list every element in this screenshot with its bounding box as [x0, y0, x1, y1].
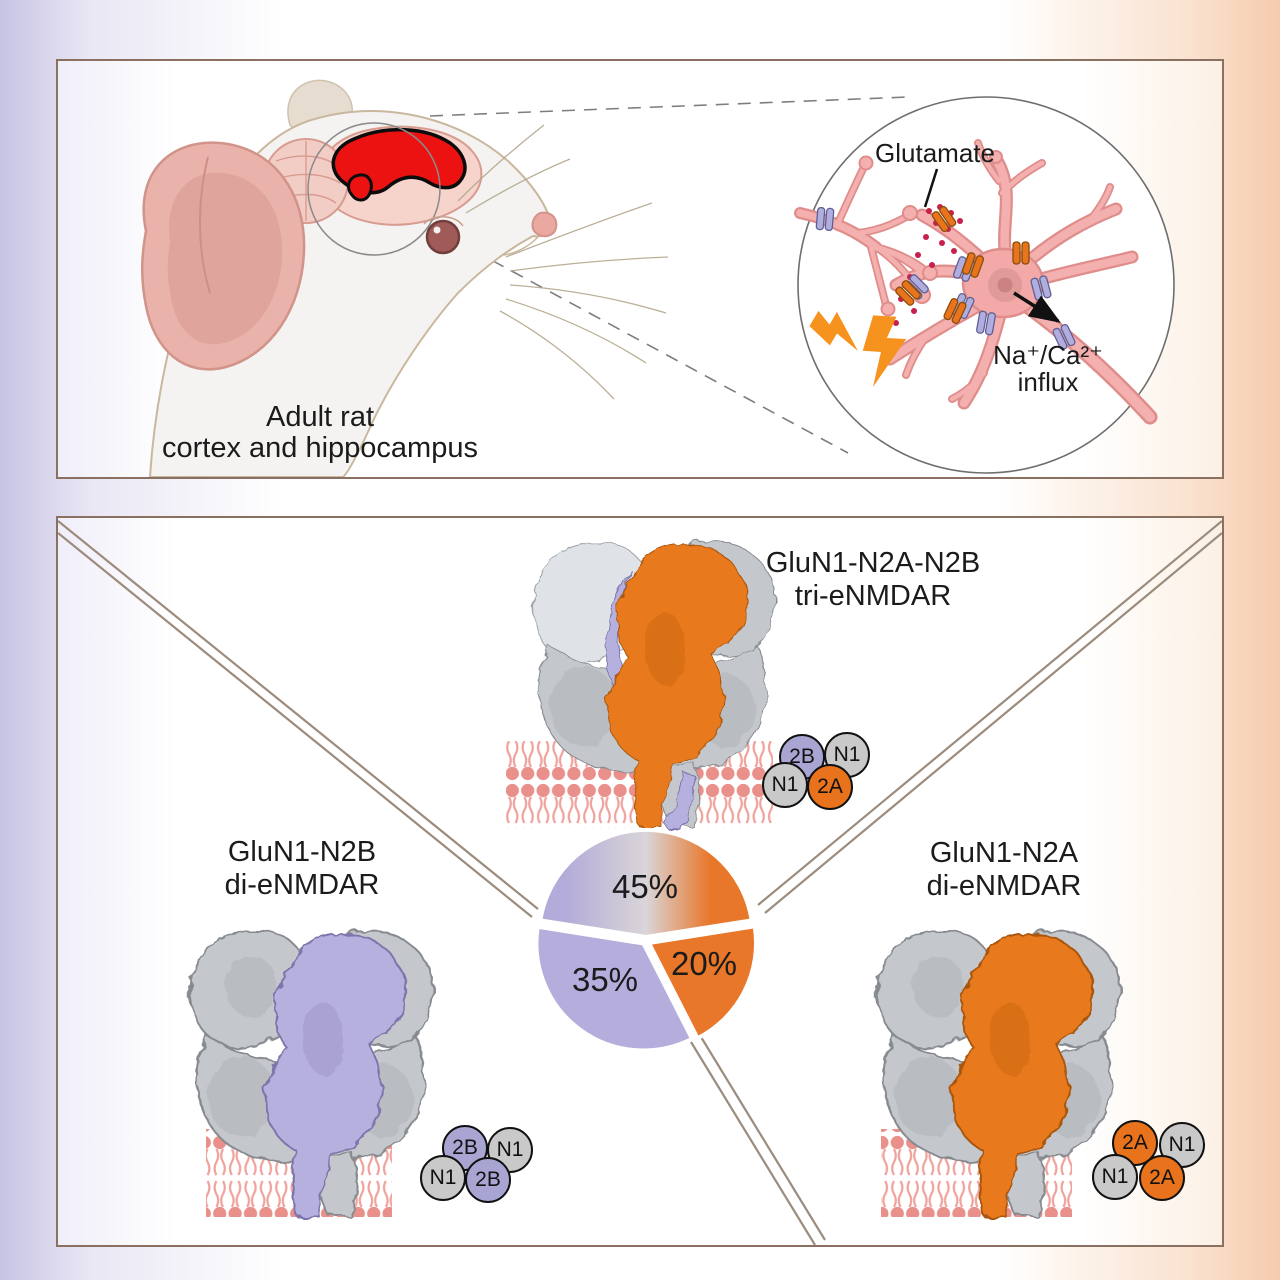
bottom-panel-illustration	[58, 520, 1222, 1245]
badge-left-n1-bottom: N1	[420, 1155, 466, 1201]
dashed-connector-lines	[429, 96, 909, 454]
rat-eye	[425, 219, 461, 255]
pie-slice-n2a	[647, 924, 759, 1041]
influx-label: Na⁺/Ca²⁺influx	[993, 340, 1103, 397]
badge-tri-n1-bottom: N1	[762, 762, 808, 808]
rat-ear	[140, 141, 306, 371]
bottom-panel	[56, 516, 1224, 1247]
badge-right-n1-bottom: N1	[1092, 1154, 1138, 1200]
rat-nose	[531, 211, 558, 238]
top-panel-illustration	[140, 79, 1175, 477]
glutamate-pointer-line	[923, 168, 939, 208]
badge-right-2a-bottom: 2A	[1139, 1155, 1185, 1201]
pie-slice-n2b	[534, 924, 695, 1053]
rat-caption-line1: Adult rat	[266, 401, 374, 433]
envelope-fold-lines	[58, 520, 1222, 1245]
badge-left-2b-bottom: 2B	[465, 1157, 511, 1203]
pie-label-tri: 45%	[611, 868, 679, 905]
magnifier-circle	[307, 122, 441, 256]
pie-slice-tri	[538, 827, 754, 939]
pie-chart	[534, 827, 759, 1053]
rat-whiskers	[457, 124, 669, 400]
pie-label-n2b: 35%	[571, 961, 639, 998]
influx-arrow	[1013, 291, 1061, 323]
pie-label-n2a: 20%	[670, 945, 738, 982]
top-panel	[56, 59, 1224, 479]
glutamate-label: Glutamate	[875, 138, 995, 168]
rat-caption-line2: cortex and hippocampus	[162, 432, 478, 464]
neuron-illustration	[794, 139, 1158, 425]
badge-tri-2a: 2A	[807, 764, 853, 810]
rat-head-illustration	[140, 79, 669, 477]
protein-structure-tri	[531, 540, 775, 831]
brain-red-region-small	[347, 173, 373, 202]
